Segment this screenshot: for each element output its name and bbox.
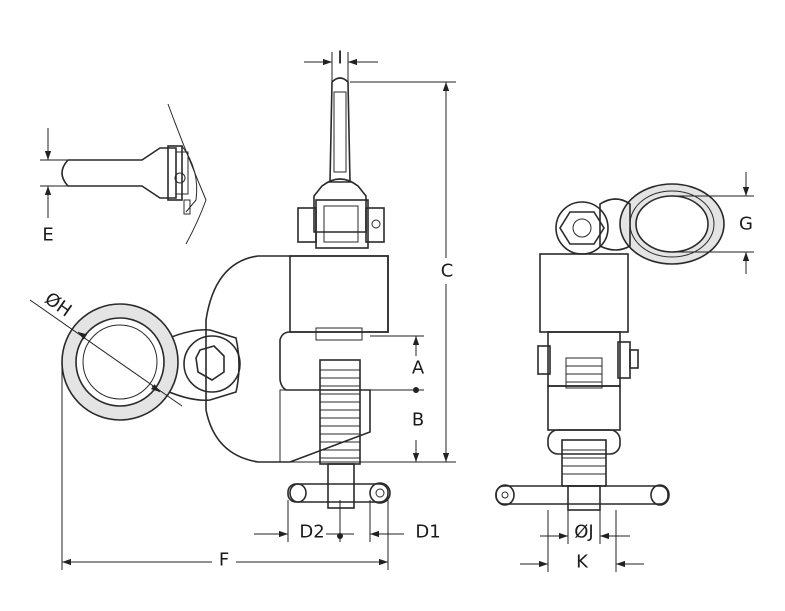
dimension-i: I	[304, 48, 378, 82]
dimension-g: G	[672, 172, 754, 274]
front-screw-threads	[565, 357, 603, 389]
screw-threads	[320, 369, 360, 459]
clamp-front-view	[495, 183, 725, 511]
label-e: E	[42, 225, 53, 246]
label-a: A	[412, 358, 425, 379]
dimension-d1-d2: D2 D1	[254, 500, 441, 543]
label-d2: D2	[299, 522, 324, 543]
label-d1: D1	[415, 522, 440, 543]
label-k: K	[576, 552, 589, 573]
label-f: F	[219, 550, 229, 571]
clamp-side-view	[61, 77, 391, 509]
label-i: I	[337, 48, 342, 69]
label-h: ØH	[41, 288, 76, 321]
label-j: ØJ	[574, 522, 593, 543]
handle-detail-view	[61, 103, 207, 245]
dimension-j-k: ØJ K	[520, 510, 644, 573]
label-c: C	[441, 261, 454, 282]
label-g: G	[739, 214, 753, 235]
dimension-e: E	[40, 128, 68, 246]
dimension-c: C	[290, 81, 456, 463]
dimension-f: F	[61, 362, 389, 571]
label-b: B	[412, 410, 424, 431]
dimension-a-b: A B	[370, 335, 425, 462]
